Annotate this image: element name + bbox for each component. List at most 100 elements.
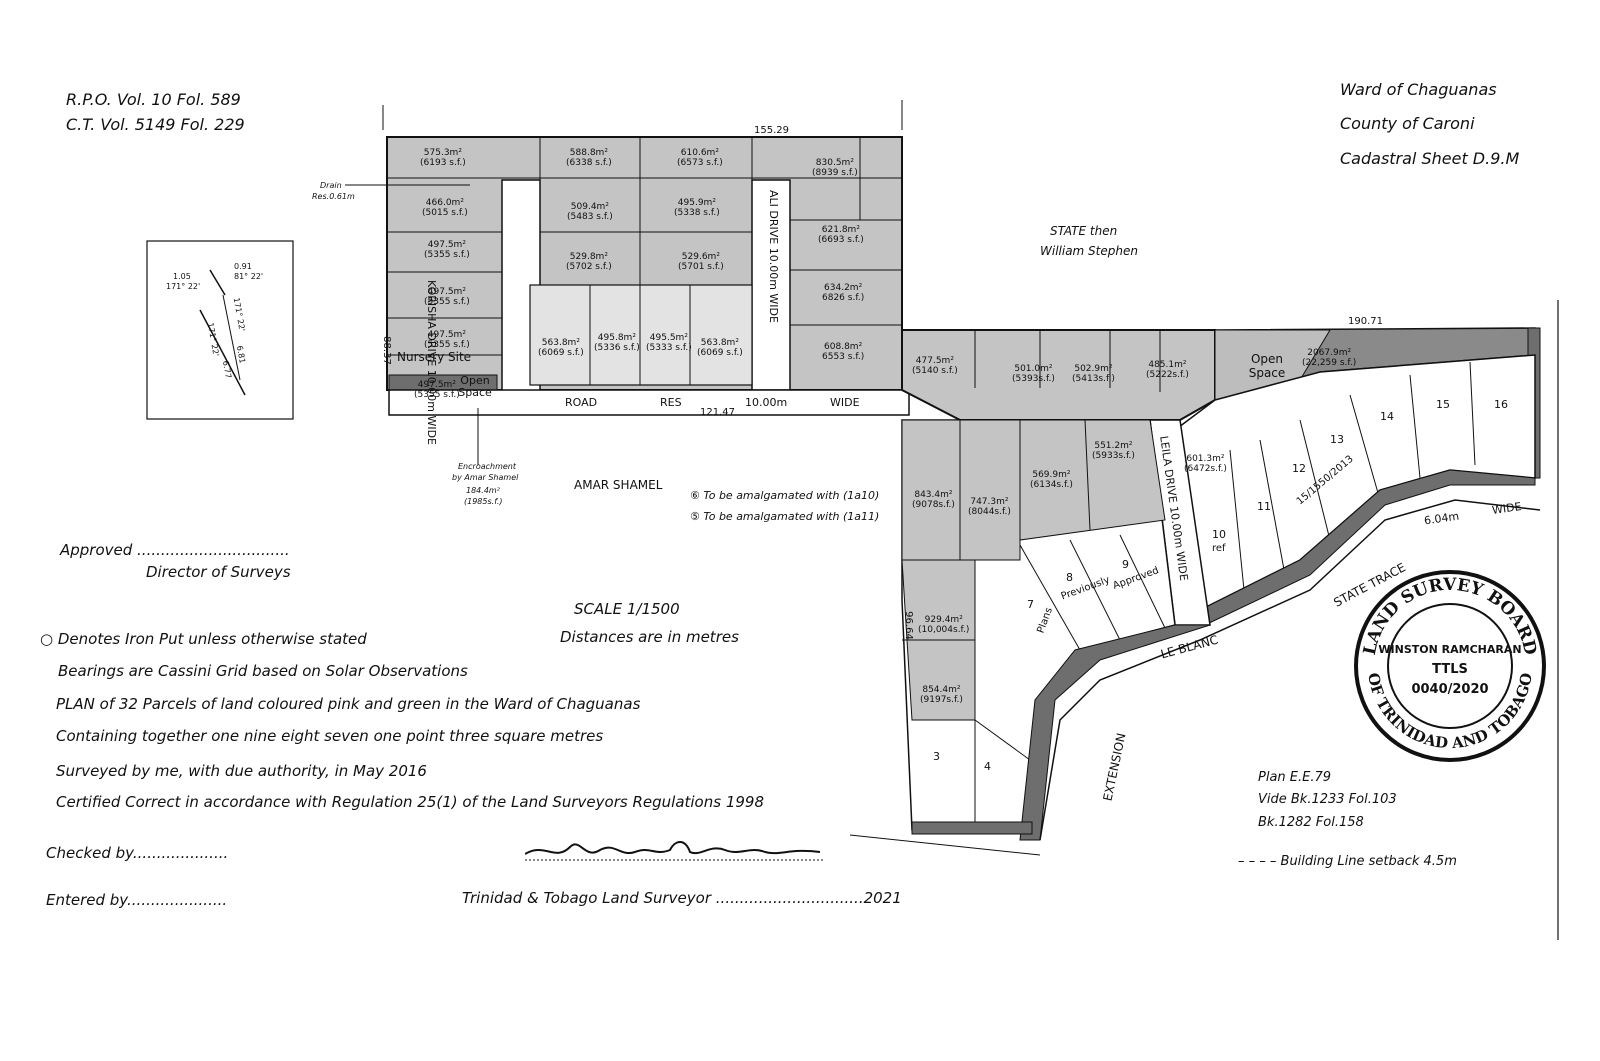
parcel-label: 551.2m²(5933s.f.): [1092, 441, 1135, 461]
stamp-ttls: TTLS: [1432, 662, 1468, 677]
lot-number: 7: [1027, 598, 1034, 611]
lot-lines-10-16: [1229, 361, 1476, 601]
building-line-note: – – – – Building Line setback 4.5m: [1238, 854, 1457, 869]
parcel-label: 2067.9m²(22,259 s.f.): [1302, 348, 1357, 368]
parcel-label: 497.5m²(5355 s.f.): [414, 380, 460, 400]
parcel-label: 563.8m²(6069 s.f.): [697, 338, 743, 358]
lot-number: 10: [1212, 528, 1226, 541]
checked-by: Checked by....................: [46, 844, 229, 862]
lot-1a8: [959, 419, 1021, 561]
lot-number: 8: [1066, 571, 1073, 584]
inset-label: 171° 22': [166, 282, 201, 291]
lot-number: 4: [984, 760, 991, 773]
william-stephen-label: William Stephen: [1040, 244, 1138, 258]
parcel-label: 830.5m²(8939 s.f.): [812, 158, 858, 178]
parcel-label: 588.8m²(6338 s.f.): [566, 148, 612, 168]
surveyor-signature: [525, 841, 825, 861]
res-label: RES: [660, 396, 682, 409]
lot-lines-1a: [974, 330, 1161, 392]
inset-label: 0.91: [234, 262, 252, 271]
road-width-label: 10.00m: [745, 396, 788, 409]
bearings-note: Bearings are Cassini Grid based on Solar…: [58, 662, 468, 680]
rpo-reference: R.P.O. Vol. 10 Fol. 589: [66, 90, 241, 109]
lot-number: 14: [1380, 410, 1394, 423]
encroachment-sf: (1985s.f.): [464, 497, 503, 506]
encroachment-area: 184.4m²: [466, 486, 500, 495]
dim-north-1: 155.29: [754, 125, 789, 136]
parcel-label: 747.3m²(8044s.f.): [968, 497, 1011, 517]
dim-west-upper: 88.37: [380, 336, 392, 365]
county-label: County of Caroni: [1340, 114, 1475, 133]
ward-label: Ward of Chaguanas: [1340, 80, 1497, 99]
parcel-label: 929.4m²(10,004s.f.): [918, 615, 970, 635]
nursery-site-label: Nursery Site: [397, 350, 472, 364]
parcel-label: 610.6m²(6573 s.f.): [677, 148, 723, 168]
amar-shamel-label: AMAR SHAMEL: [574, 478, 663, 492]
state-trace-band: [1199, 469, 1536, 626]
upper-lot-lines: [387, 137, 902, 385]
road-reserve: [388, 389, 910, 416]
parcel-label: 501.0m²(5393s.f.): [1012, 364, 1055, 384]
containing-note: Containing together one nine eight seven…: [56, 727, 604, 745]
surveyor-line: Trinidad & Tobago Land Surveyor ........…: [462, 889, 902, 907]
land-survey-board-stamp: LAND SURVEY BOARD OF TRINIDAD AND TOBAGO: [1354, 570, 1546, 762]
inset-label: 1.05: [173, 272, 191, 281]
parcel-label: 529.6m²(5701 s.f.): [678, 252, 724, 272]
approved-line: Approved ...............................…: [60, 541, 290, 559]
lot-number: 11: [1257, 500, 1271, 513]
entered-by: Entered by.....................: [46, 891, 228, 909]
lot-lines-7-9: [974, 534, 1166, 830]
ref-label: ref: [1212, 543, 1226, 554]
parcel-label: 497.5m²(5355 s.f.): [424, 330, 470, 350]
plan-ee-note: Plan E.E.79: [1258, 770, 1332, 785]
parcel-label: 575.3m²(6193 s.f.): [420, 148, 466, 168]
parcel-label: 563.8m²(6069 s.f.): [538, 338, 584, 358]
certified-note: Certified Correct in accordance with Reg…: [56, 793, 764, 811]
cadastral-sheet-label: Cadastral Sheet D.9.M: [1340, 149, 1520, 168]
ct-reference: C.T. Vol. 5149 Fol. 229: [66, 115, 245, 134]
open-space-label-right: Open Space: [1248, 352, 1286, 380]
road-label: ROAD: [565, 396, 598, 409]
inset-label: 81° 22': [234, 272, 264, 281]
parcel-label: 621.8m²(6693 s.f.): [818, 225, 864, 245]
lot-number: 3: [933, 750, 940, 763]
parcel-label: 466.0m²(5015 s.f.): [422, 198, 468, 218]
scale-label: SCALE 1/1500: [574, 600, 680, 618]
distances-note: Distances are in metres: [560, 628, 739, 646]
plan-description: PLAN of 32 Parcels of land coloured pink…: [56, 695, 641, 713]
director-of-surveys: Director of Surveys: [146, 563, 291, 581]
stamp-number: 0040/2020: [1411, 682, 1489, 697]
state-label: STATE then: [1050, 224, 1118, 238]
parcel-label: 485.1m²(5222s.f.): [1146, 360, 1189, 380]
surveyed-note: Surveyed by me, with due authority, in M…: [56, 762, 427, 780]
iron-put-note: ○ Denotes Iron Put unless otherwise stat…: [40, 630, 367, 648]
parcel-label: 502.9m²(5413s.f.): [1072, 364, 1115, 384]
dim-west: 96.64: [902, 611, 914, 640]
road-wide-label: WIDE: [830, 396, 860, 409]
south-boundary-strip: [911, 821, 1033, 835]
south-road-edge: [849, 834, 1041, 856]
dim-north-2: 190.71: [1348, 316, 1383, 327]
ali-drive-label: ALI DRIVE 10.00m WIDE: [767, 190, 780, 323]
lot-number: 12: [1292, 462, 1306, 475]
parcel-label: 569.9m²(6134s.f.): [1030, 470, 1073, 490]
lot-number: 13: [1330, 433, 1344, 446]
lot-number: 15: [1436, 398, 1450, 411]
open-space-label-left: Open Space: [458, 374, 492, 399]
parcel-label: 495.5m²(5333 s.f.): [646, 333, 692, 353]
lots-1a6-1a7: [1019, 419, 1166, 541]
encroachment-label: Encroachment: [458, 462, 516, 471]
bk-note: Bk.1282 Fol.158: [1258, 815, 1364, 830]
lot-number: 16: [1494, 398, 1508, 411]
parcel-label: 495.9m²(5338 s.f.): [674, 198, 720, 218]
inset-detail-box: [146, 240, 294, 420]
parcel-label: 601.3m²(6472s.f.): [1184, 454, 1227, 474]
parcel-label: 497.5m²(5355 s.f.): [424, 240, 470, 260]
encroachment-by-label: by Amar Shamel: [452, 473, 519, 482]
amalgamation-note-2: ⑤ To be amalgamated with (1a11): [690, 510, 880, 523]
stamp-surveyor-name: WINSTON RAMCHARAN: [1378, 643, 1522, 656]
lot-number: 9: [1122, 558, 1129, 571]
